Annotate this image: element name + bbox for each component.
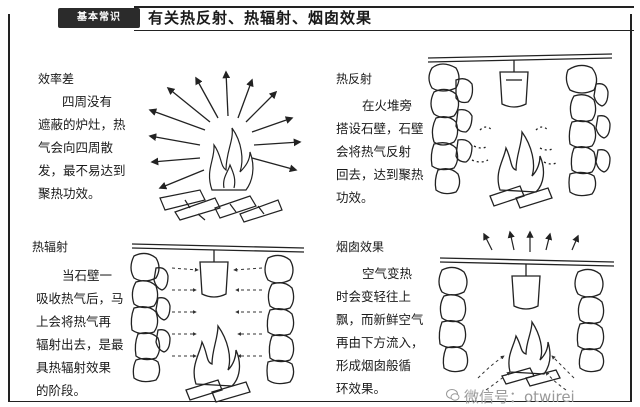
section-title-heat-reflection: 热反射 <box>336 72 373 86</box>
text-line: 回去，达到聚热 <box>336 167 424 182</box>
text-line: 遮蔽的炉灶，热 <box>38 117 126 132</box>
section-title-heat-radiation: 热辐射 <box>32 240 69 254</box>
text-line: 四周没有 <box>62 94 113 109</box>
watermark: 微信号：otwirei <box>464 388 575 406</box>
header: 基本常识 有关热反射、热辐射、烟囱效果 <box>8 6 634 32</box>
text-line: 功效。 <box>336 190 374 205</box>
text-line: 在火堆旁 <box>362 98 413 113</box>
section-text-heat-reflection: 在火堆旁 搭设石壁，石壁 会将热气反射 回去，达到聚热 功效。 <box>336 94 424 209</box>
category-badge: 基本常识 <box>58 8 140 28</box>
section-text-heat-radiation: 当石壁一 吸收热气后，马 上会将热气再 辐射出去，是最 具热辐射效果 的阶段。 <box>36 264 124 402</box>
section-text-efficiency: 四周没有 遮蔽的炉灶，热 气会向四周散 发，最不易达到 聚热功效。 <box>38 90 126 205</box>
text-line: 吸收热气后，马 <box>36 291 124 306</box>
section-title-chimney-effect: 烟囱效果 <box>336 240 385 254</box>
text-line: 辐射出去，是最 <box>36 337 124 352</box>
text-line: 的阶段。 <box>36 383 87 398</box>
text-line: 再由下方流入， <box>336 335 424 350</box>
text-line: 聚热功效。 <box>38 186 101 201</box>
text-line: 当石壁一 <box>62 268 113 283</box>
text-line: 空气变热 <box>362 266 413 281</box>
text-line: 具热辐射效果 <box>36 360 112 375</box>
wechat-icon <box>446 389 460 401</box>
text-line: 飘，而新鲜空气 <box>336 312 424 327</box>
header-rule-bottom <box>134 30 634 31</box>
text-line: 形成烟囱般循 <box>336 358 412 373</box>
section-text-chimney-effect: 空气变热 时会变轻往上 飘，而新鲜空气 再由下方流入， 形成烟囱般循 环效果。 <box>336 262 424 400</box>
text-line: 时会变轻往上 <box>336 289 412 304</box>
text-line: 会将热气反射 <box>336 144 412 159</box>
page-title: 有关热反射、热辐射、烟囱效果 <box>148 9 373 27</box>
text-line: 环效果。 <box>336 381 387 396</box>
section-title-efficiency: 效率差 <box>38 72 75 86</box>
text-line: 上会将热气再 <box>36 314 112 329</box>
text-line: 搭设石壁，石壁 <box>336 121 424 136</box>
header-rule-top <box>134 6 634 8</box>
page-frame <box>8 14 632 402</box>
text-line: 气会向四周散 <box>38 140 114 155</box>
text-line: 发，最不易达到 <box>38 163 126 178</box>
